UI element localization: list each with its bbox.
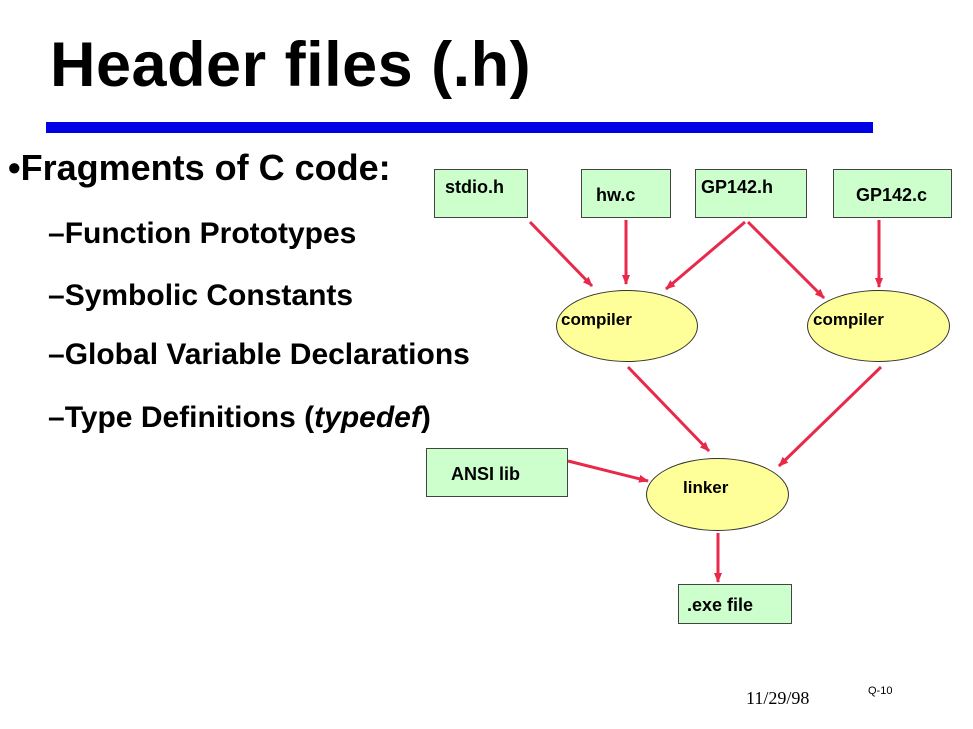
- sub-bullet-text: Type Definitions (: [64, 401, 315, 434]
- footer-date: 11/29/98: [746, 688, 810, 708]
- arrow-compiler-left-to-linker: [626, 365, 711, 453]
- compiler-oval-left: compiler: [556, 290, 698, 362]
- dash: –: [48, 401, 65, 434]
- file-box-ansi-lib: ANSI lib: [426, 448, 568, 497]
- sub-bullet-constants: –Symbolic Constants: [48, 281, 353, 311]
- sub-bullet-globals: –Global Variable Declarations: [48, 340, 470, 370]
- title-underline: [46, 122, 873, 133]
- sub-bullet-text: Global Variable Declarations: [64, 338, 470, 371]
- linker-label: linker: [683, 478, 729, 497]
- arrow-compiler-right-to-linker: [777, 365, 883, 468]
- sub-bullet-typedefs: –Type Definitions (typedef): [48, 403, 431, 433]
- file-box-exe: .exe file: [678, 584, 792, 624]
- sub-bullet-prototypes: –Function Prototypes: [48, 219, 356, 249]
- sub-bullet-suffix: ): [420, 401, 431, 434]
- linker-oval: linker: [646, 458, 789, 531]
- file-label: GP142.c: [856, 185, 928, 205]
- arrow-ansi-to-linker: [567, 459, 649, 483]
- main-bullet: •Fragments of C code:: [8, 150, 391, 186]
- dash: –: [48, 279, 65, 312]
- sub-bullet-text: Symbolic Constants: [64, 279, 354, 312]
- file-label: GP142.h: [701, 177, 774, 197]
- arrow-gp142h-to-compiler-right: [746, 220, 826, 300]
- compiler-label: compiler: [813, 310, 884, 329]
- arrow-gp142h-to-compiler-left: [665, 220, 746, 291]
- arrow-stdio-to-compiler: [528, 220, 594, 288]
- file-label: hw.c: [596, 185, 636, 205]
- file-box-stdio-h: stdio.h: [434, 169, 528, 218]
- file-label: stdio.h: [445, 177, 504, 197]
- compiler-label: compiler: [561, 310, 632, 329]
- bullet-text: Fragments of C code:: [20, 147, 391, 188]
- sub-bullet-text: Function Prototypes: [64, 217, 357, 250]
- file-box-hw-c: hw.c: [581, 169, 671, 218]
- dash: –: [48, 338, 65, 371]
- bullet-marker: •: [8, 147, 21, 188]
- footer-page-number: Q-10: [868, 685, 893, 697]
- file-box-gp142-h: GP142.h: [695, 169, 807, 218]
- slide-title: Header files (.h): [50, 30, 532, 100]
- file-label: ANSI lib: [451, 464, 521, 484]
- dash: –: [48, 217, 65, 250]
- compiler-oval-right: compiler: [807, 290, 950, 362]
- file-label: .exe file: [687, 595, 754, 615]
- sub-bullet-italic: typedef: [314, 401, 421, 434]
- file-box-gp142-c: GP142.c: [833, 169, 952, 218]
